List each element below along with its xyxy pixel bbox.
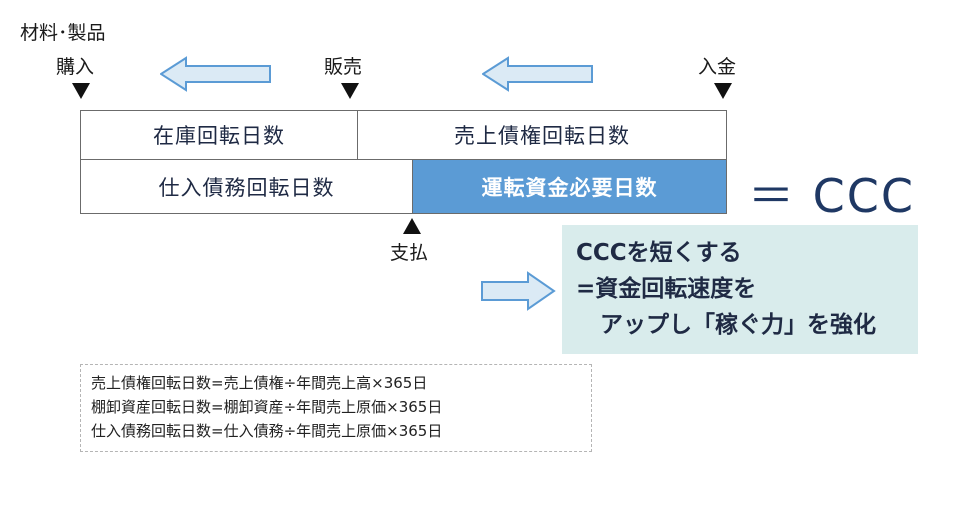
ccc-result: ＝ CCC xyxy=(748,169,915,223)
sales-label: 販売 xyxy=(324,56,363,78)
purchase-label: 購入 xyxy=(56,56,95,78)
payable-days-cell: 仕入債務回転日数 xyxy=(80,159,413,214)
materials-label: 材料･製品 xyxy=(20,22,106,44)
payment-label: 支払 xyxy=(390,242,429,264)
deposit-marker-icon xyxy=(714,83,732,99)
right-arrow-icon xyxy=(481,271,556,311)
formula-line: 売上債権回転日数=売上債権÷年間売上高×365日 xyxy=(91,374,428,392)
formulas-box: 売上債権回転日数=売上債権÷年間売上高×365日 棚卸資産回転日数=棚卸資産÷年… xyxy=(80,364,592,452)
note-line-1: CCCを短くする xyxy=(576,240,742,266)
purchase-marker-icon xyxy=(72,83,90,99)
formula-line: 棚卸資産回転日数=棚卸資産÷年間売上原価×365日 xyxy=(91,398,443,416)
working-capital-days-cell: 運転資金必要日数 xyxy=(412,159,727,214)
note-line-3: アップし「稼ぐ力」を強化 xyxy=(600,312,876,338)
receivable-days-cell: 売上債権回転日数 xyxy=(357,110,727,160)
left-arrow-icon xyxy=(482,56,593,92)
payment-marker-icon xyxy=(403,218,421,234)
inventory-days-cell: 在庫回転日数 xyxy=(80,110,358,160)
note-line-2: =資金回転速度を xyxy=(576,276,757,302)
left-arrow-icon xyxy=(160,56,271,92)
formula-line: 仕入債務回転日数=仕入債務÷年間売上原価×365日 xyxy=(91,422,443,440)
ccc-note-box: CCCを短くする =資金回転速度を アップし「稼ぐ力」を強化 xyxy=(562,225,918,354)
sales-marker-icon xyxy=(341,83,359,99)
deposit-label: 入金 xyxy=(698,56,737,78)
